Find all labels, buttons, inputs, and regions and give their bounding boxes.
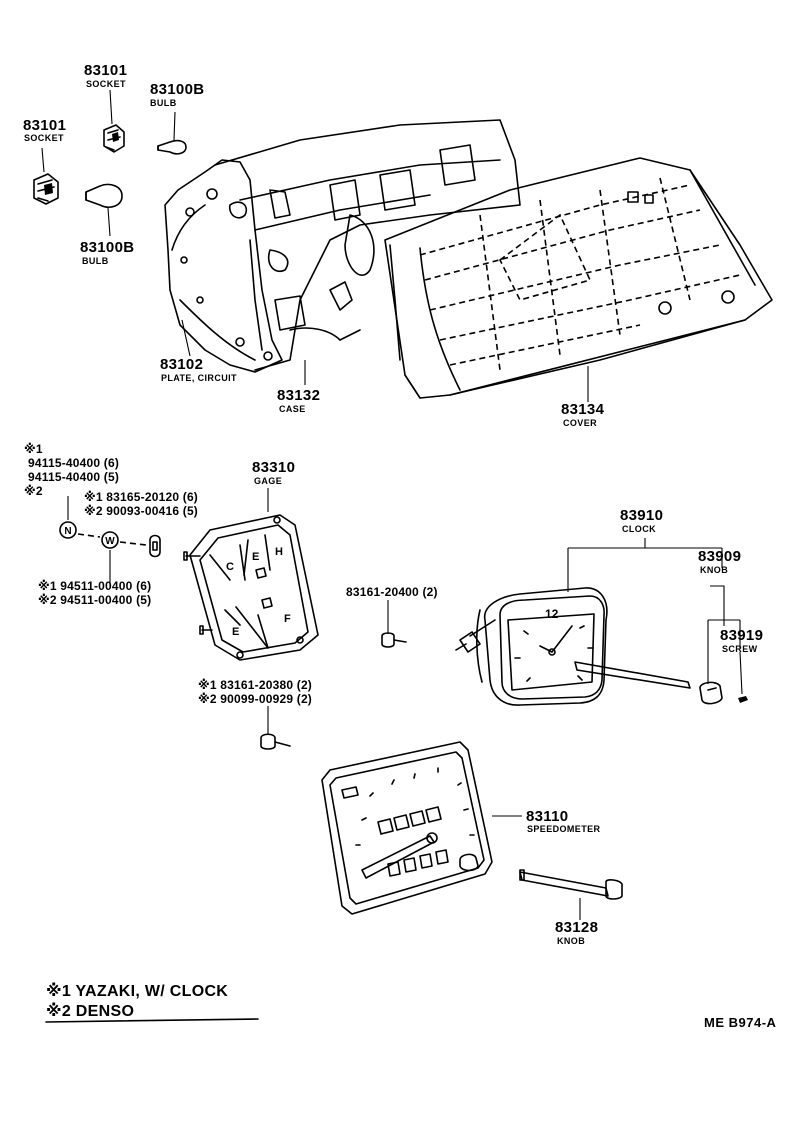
clock-drawing: 12 bbox=[455, 538, 723, 706]
meter-case-drawing bbox=[214, 119, 521, 385]
socket-left-number: 83101 bbox=[23, 117, 67, 134]
clock-name: CLOCK bbox=[622, 524, 656, 534]
washer-group-line2: ※2 94511-00400 (5) bbox=[38, 593, 152, 607]
legend-underline bbox=[45, 1018, 259, 1023]
socket-upper-number: 83101 bbox=[84, 62, 128, 79]
speedometer-knob-name: KNOB bbox=[557, 936, 586, 946]
speedometer-name: SPEEDOMETER bbox=[527, 824, 601, 834]
cover-drawing bbox=[384, 157, 773, 402]
speedometer-knob-number: 83128 bbox=[555, 919, 599, 936]
bulb-upper-number: 83100B bbox=[150, 81, 205, 98]
nut-group-line1: 94115-40400 (6) bbox=[28, 456, 120, 470]
case-name: CASE bbox=[279, 404, 306, 414]
gage-face-e-bottom: E bbox=[232, 626, 239, 638]
circuit-plate-number: 83102 bbox=[160, 356, 204, 373]
spacer-group-line2: ※2 90093-00416 (5) bbox=[84, 504, 199, 518]
clock-face-twelve: 12 bbox=[545, 607, 559, 621]
socket-upper-drawing bbox=[103, 89, 125, 153]
washer-group-line1: ※1 94511-00400 (6) bbox=[38, 579, 152, 593]
case-number: 83132 bbox=[277, 387, 321, 404]
clock-knob-name: KNOB bbox=[700, 565, 729, 575]
screw-name: SCREW bbox=[722, 644, 758, 654]
gage-face-h: H bbox=[275, 546, 283, 558]
speedometer-drawing bbox=[321, 741, 522, 915]
gage-face-e-top: E bbox=[252, 551, 259, 563]
clock-screw-drawing bbox=[381, 600, 407, 648]
washer-letter: W bbox=[105, 536, 115, 547]
socket-left-drawing bbox=[33, 147, 59, 205]
bulb-left-name: BULB bbox=[82, 256, 109, 266]
spacer-group-line1: ※1 83165-20120 (6) bbox=[84, 490, 199, 504]
gage-screw-drawing bbox=[260, 706, 291, 750]
legend-item-2: ※2 DENSO bbox=[46, 1003, 135, 1020]
circuit-plate-name: PLATE, CIRCUIT bbox=[161, 373, 237, 383]
speedometer-number: 83110 bbox=[526, 808, 569, 825]
bulb-left-number: 83100B bbox=[80, 239, 135, 256]
gage-number: 83310 bbox=[252, 459, 296, 476]
cover-name: COVER bbox=[563, 418, 598, 428]
nut-group-mark1: ※1 bbox=[24, 442, 43, 456]
socket-upper-name: SOCKET bbox=[86, 79, 126, 89]
nut-group-mark2: ※2 bbox=[24, 484, 43, 498]
bulb-upper-drawing bbox=[157, 111, 187, 155]
bulb-upper-name: BULB bbox=[150, 98, 177, 108]
nut-group-line2: 94115-40400 (5) bbox=[28, 470, 120, 484]
nut-letter: N bbox=[64, 526, 71, 537]
screw-number: 83919 bbox=[720, 627, 764, 644]
hardware-drawing: N W bbox=[59, 496, 161, 588]
reference-code: ME B974-A bbox=[704, 1015, 777, 1030]
cover-number: 83134 bbox=[561, 401, 605, 418]
circuit-plate-drawing bbox=[164, 159, 283, 373]
clock-screw-number: 83161-20400 (2) bbox=[346, 585, 438, 599]
gage-face-c: C bbox=[226, 561, 234, 573]
socket-left-name: SOCKET bbox=[24, 133, 64, 143]
bulb-left-drawing bbox=[85, 183, 123, 237]
speedometer-knob-drawing bbox=[519, 869, 623, 920]
legend-item-1: ※1 YAZAKI, W/ CLOCK bbox=[46, 983, 229, 1000]
gage-face-f: F bbox=[284, 613, 291, 625]
gage-name: GAGE bbox=[254, 476, 283, 486]
gage-screw-line1: ※1 83161-20380 (2) bbox=[198, 678, 313, 692]
gage-drawing: C E H E F bbox=[183, 488, 319, 661]
clock-knob-number: 83909 bbox=[698, 548, 742, 565]
clock-number: 83910 bbox=[620, 507, 664, 524]
clock-knob-drawing bbox=[699, 585, 748, 705]
gage-screw-line2: ※2 90099-00929 (2) bbox=[198, 692, 313, 706]
